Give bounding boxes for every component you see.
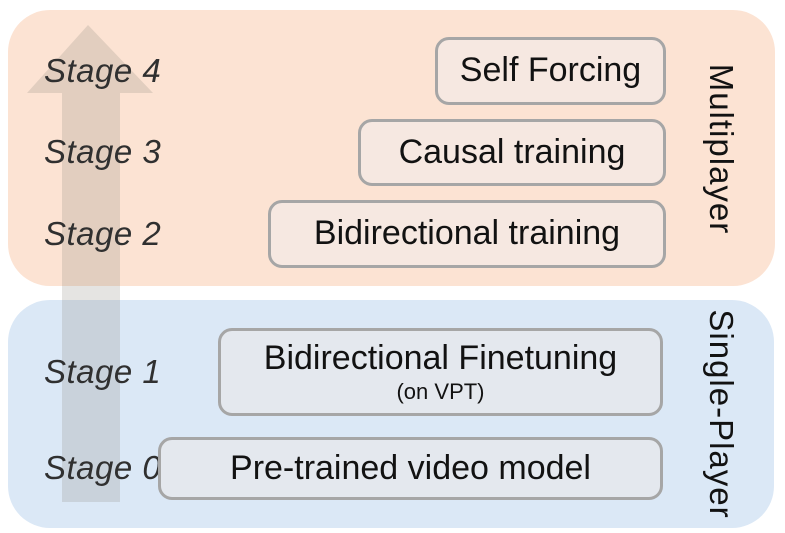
stage-1-label: Stage 1 [44, 353, 162, 390]
stage-0-label: Stage 0 [44, 449, 162, 486]
self-forcing-box: Self Forcing [435, 37, 666, 105]
singleplayer-section-label: Single-Player [703, 309, 740, 519]
bidirectional-training-box-label: Bidirectional training [313, 214, 621, 253]
stage-4-label: Stage 4 [44, 52, 162, 89]
bidirectional-training-box: Bidirectional training [268, 200, 666, 268]
bidirectional-finetuning-box-sublabel: (on VPT) [396, 378, 485, 404]
pretrained-video-model-box-label: Pre-trained video model [230, 448, 591, 487]
causal-training-box: Causal training [358, 119, 666, 186]
pretrained-video-model-box: Pre-trained video model [158, 437, 663, 500]
stage-3-label: Stage 3 [44, 133, 162, 170]
multiplayer-section-label: Multiplayer [703, 63, 740, 235]
stage-2-label: Stage 2 [44, 215, 162, 252]
bidirectional-finetuning-box-label: Bidirectional Finetuning [263, 339, 618, 378]
causal-training-box-label: Causal training [398, 132, 626, 171]
bidirectional-finetuning-box: Bidirectional Finetuning (on VPT) [218, 328, 663, 416]
self-forcing-box-label: Self Forcing [459, 51, 642, 90]
